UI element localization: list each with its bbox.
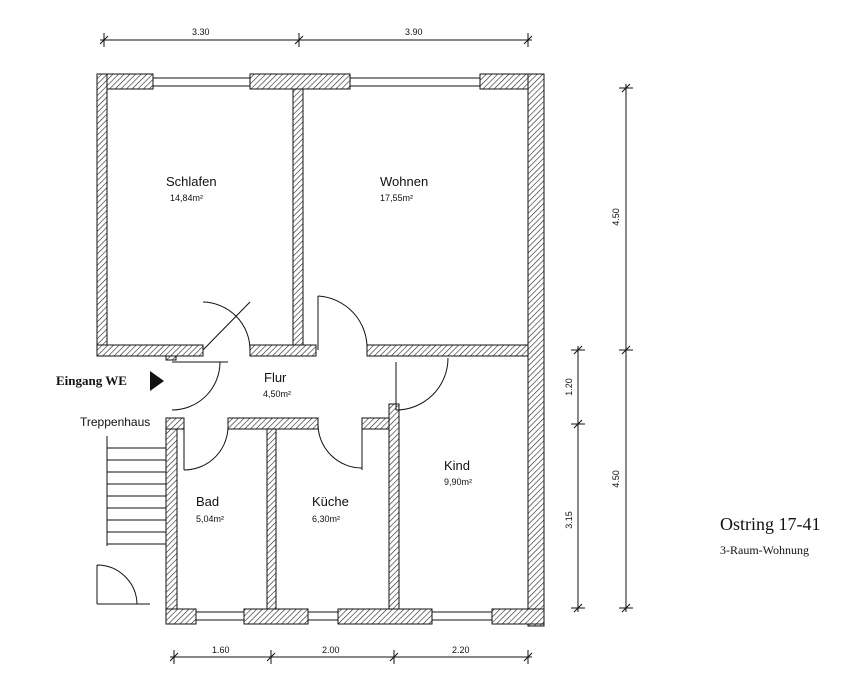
room-area-kueche: 6,30m²	[312, 514, 341, 524]
room-area-flur: 4,50m²	[263, 389, 292, 399]
room-area-wohnen: 17,55m²	[380, 193, 414, 203]
wall-bottom-c	[337, 608, 433, 625]
room-name-bad: Bad	[196, 494, 220, 509]
room-area-schlafen: 14,84m²	[170, 193, 204, 203]
wall-flur-top-mid	[249, 344, 317, 357]
wall-flur-top-left	[96, 344, 204, 357]
address-title: Ostring 17-41	[720, 514, 821, 534]
wall-schlafen-wohnen	[292, 88, 304, 348]
dim-right-outer-1: 4.50	[610, 208, 621, 226]
apartment-type: 3-Raum-Wohnung	[720, 543, 810, 557]
room-name-flur: Flur	[264, 370, 287, 385]
room-name-schlafen: Schlafen	[166, 174, 217, 189]
dim-bottom-1: 1.60	[212, 645, 230, 655]
entrance-arrow-icon	[150, 371, 164, 391]
wall-kueche-kind	[388, 403, 400, 620]
window-wohnen	[349, 77, 481, 87]
window-schlafen	[152, 77, 251, 87]
door-eingang	[171, 361, 228, 411]
dim-bottom-3: 2.20	[452, 645, 470, 655]
dimension-lines	[99, 33, 633, 664]
window-kueche	[307, 611, 339, 621]
wall-bottom-a	[165, 608, 197, 625]
stairs	[106, 436, 166, 546]
stairwell-label: Treppenhaus	[80, 415, 151, 429]
wall-bad-left	[165, 417, 178, 625]
door-schlafen	[202, 301, 251, 351]
wall-bottom-b	[243, 608, 309, 625]
wall-bottom-d	[491, 608, 545, 625]
dim-right-outer-2: 4.50	[610, 470, 621, 488]
door-kind	[395, 357, 449, 411]
window-bad	[195, 611, 245, 621]
room-name-kind: Kind	[444, 458, 471, 473]
room-area-kind: 9,90m²	[444, 477, 473, 487]
room-area-bad: 5,04m²	[196, 514, 225, 524]
wall-right	[527, 73, 545, 627]
window-kind	[431, 611, 493, 621]
door-kueche	[317, 423, 363, 470]
door-wohnen	[317, 295, 368, 351]
wall-flur-bottom-a	[165, 417, 185, 430]
windows	[152, 77, 493, 621]
dim-top-1: 3.30	[192, 27, 210, 37]
dim-bottom-2: 2.00	[322, 645, 340, 655]
entrance-label: Eingang WE	[56, 373, 127, 388]
wall-flur-top-right	[366, 344, 529, 357]
wall-left-lower	[165, 355, 177, 361]
room-name-wohnen: Wohnen	[380, 174, 429, 189]
wall-bad-kueche	[266, 428, 277, 620]
doors	[96, 295, 449, 605]
walls	[96, 73, 545, 627]
dim-right-inner-1: 1.20	[563, 378, 574, 396]
door-bad	[183, 423, 229, 471]
room-name-kueche: Küche	[312, 494, 349, 509]
wall-top-mid	[249, 73, 351, 90]
dim-right-inner-2: 3.15	[563, 511, 574, 529]
wall-left-upper	[96, 73, 108, 357]
dim-top-2: 3.90	[405, 27, 423, 37]
wall-flur-bottom-b	[227, 417, 319, 430]
door-treppenhaus	[96, 564, 150, 605]
